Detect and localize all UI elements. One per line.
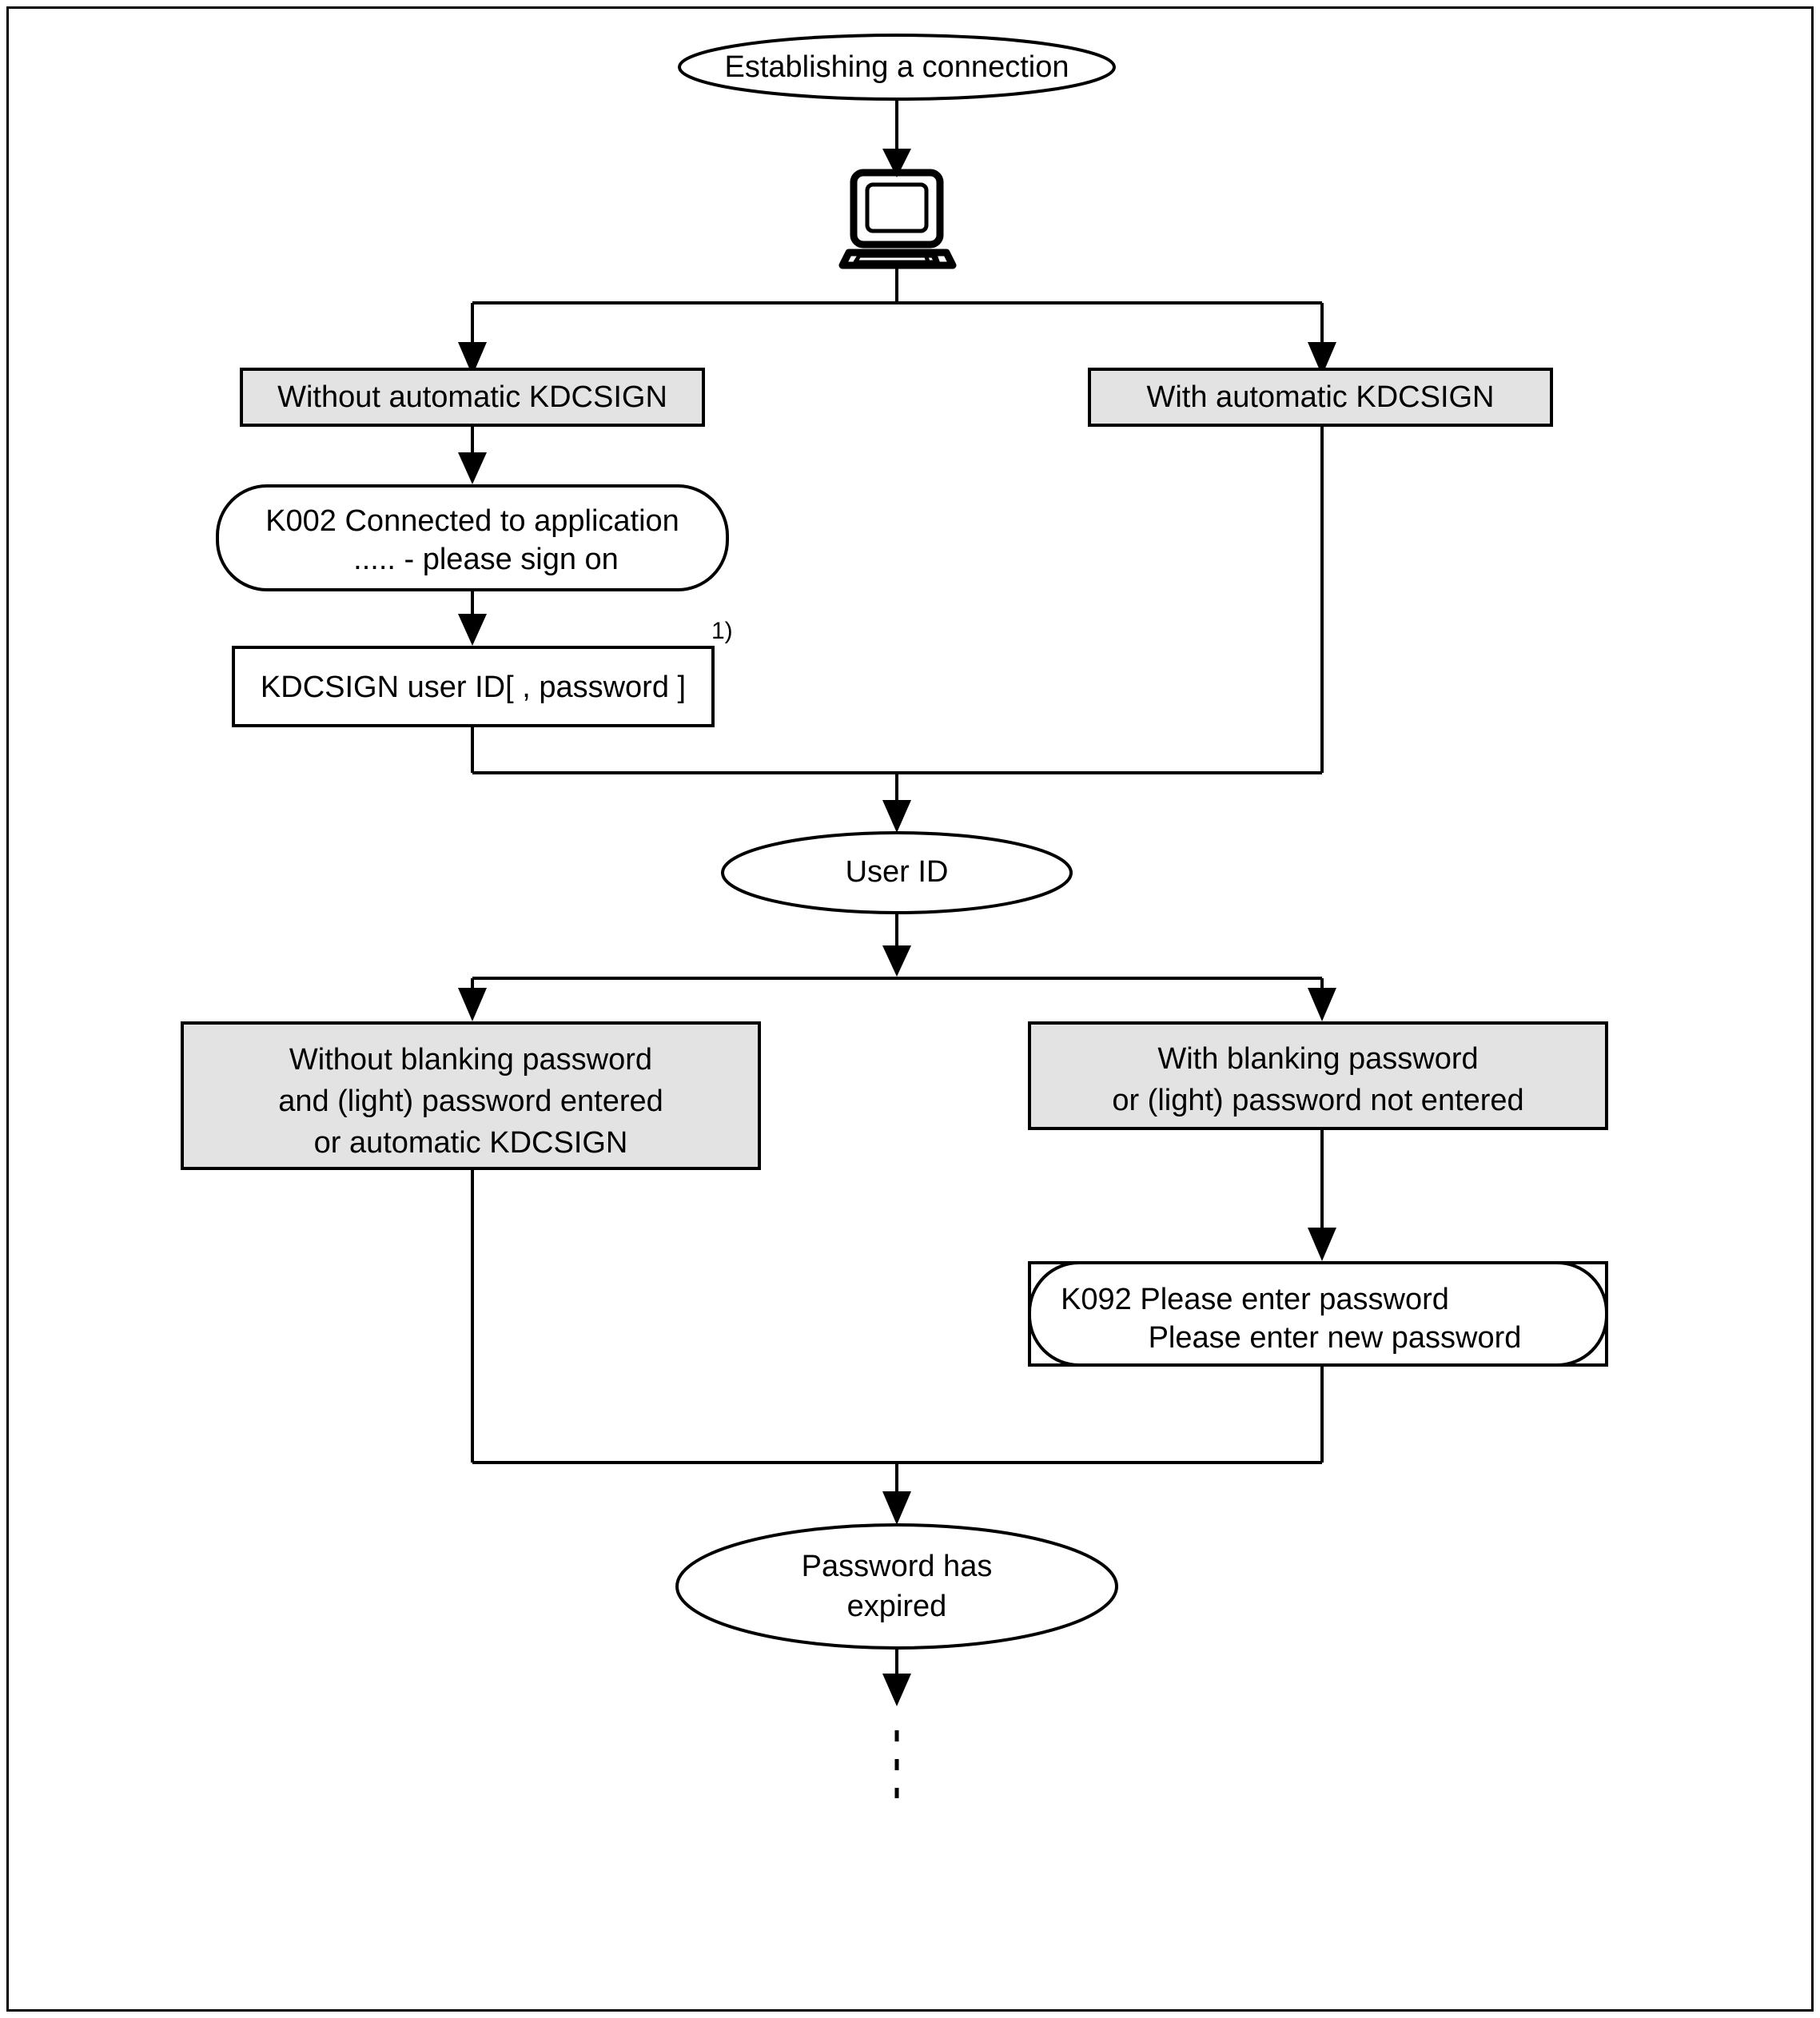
edge-expired-to-continuation bbox=[882, 1646, 911, 1798]
node-with-blanking-line2: or (light) password not entered bbox=[1112, 1084, 1523, 1117]
node-start[interactable]: Establishing a connection bbox=[678, 34, 1116, 101]
node-k092-line2: Please enter new password bbox=[1149, 1321, 1522, 1355]
edge-merge-to-userid bbox=[472, 771, 1322, 833]
node-k092-line1: K092 Please enter password bbox=[1061, 1283, 1449, 1316]
node-kdcsign-command-label: KDCSIGN user ID[ , password ] bbox=[261, 671, 686, 704]
node-k092-message[interactable]: K092 Please enter password Please enter … bbox=[1028, 1261, 1608, 1367]
node-password-expired-line2: expired bbox=[847, 1590, 947, 1623]
node-branch-left-label: Without automatic KDCSIGN bbox=[277, 380, 667, 414]
node-with-blanking-line1: With blanking password bbox=[1157, 1042, 1478, 1076]
node-branch-right-label: With automatic KDCSIGN bbox=[1147, 380, 1495, 414]
edge-userid-to-fork2 bbox=[458, 912, 1336, 1021]
node-k002-message[interactable]: K002 Connected to application ..... - pl… bbox=[216, 484, 729, 591]
node-without-blanking-line2: and (light) password entered bbox=[278, 1085, 663, 1118]
edge-start-to-terminal bbox=[882, 94, 911, 177]
node-with-blanking[interactable]: With blanking password or (light) passwo… bbox=[1028, 1021, 1608, 1130]
node-password-expired-line1: Password has bbox=[802, 1550, 993, 1583]
terminal-icon bbox=[838, 169, 957, 269]
footnote-marker-1: 1) bbox=[711, 618, 733, 644]
node-without-blanking-line3: or automatic KDCSIGN bbox=[314, 1126, 628, 1160]
edge-merge2-to-expired bbox=[472, 1461, 1322, 1525]
node-user-id[interactable]: User ID bbox=[721, 831, 1073, 914]
node-user-id-label: User ID bbox=[846, 855, 949, 889]
node-password-expired[interactable]: Password has expired bbox=[675, 1523, 1118, 1650]
node-without-blanking[interactable]: Without blanking password and (light) pa… bbox=[181, 1021, 761, 1170]
edge-k002-to-kdcsign bbox=[458, 590, 487, 646]
node-k002-line1: K002 Connected to application bbox=[265, 504, 679, 538]
edge-terminal-to-fork bbox=[458, 264, 1336, 376]
node-branch-left[interactable]: Without automatic KDCSIGN bbox=[240, 368, 705, 427]
edge-withblanking-to-k092 bbox=[1308, 1128, 1336, 1261]
diagram-frame-border bbox=[6, 6, 1814, 2012]
node-branch-right[interactable]: With automatic KDCSIGN bbox=[1088, 368, 1553, 427]
node-k002-line2: ..... - please sign on bbox=[353, 543, 619, 576]
node-kdcsign-command[interactable]: KDCSIGN user ID[ , password ] 1) bbox=[232, 618, 733, 727]
edge-branch-left-to-k002 bbox=[458, 425, 487, 484]
node-start-label: Establishing a connection bbox=[725, 50, 1069, 84]
node-without-blanking-line1: Without blanking password bbox=[289, 1043, 652, 1077]
